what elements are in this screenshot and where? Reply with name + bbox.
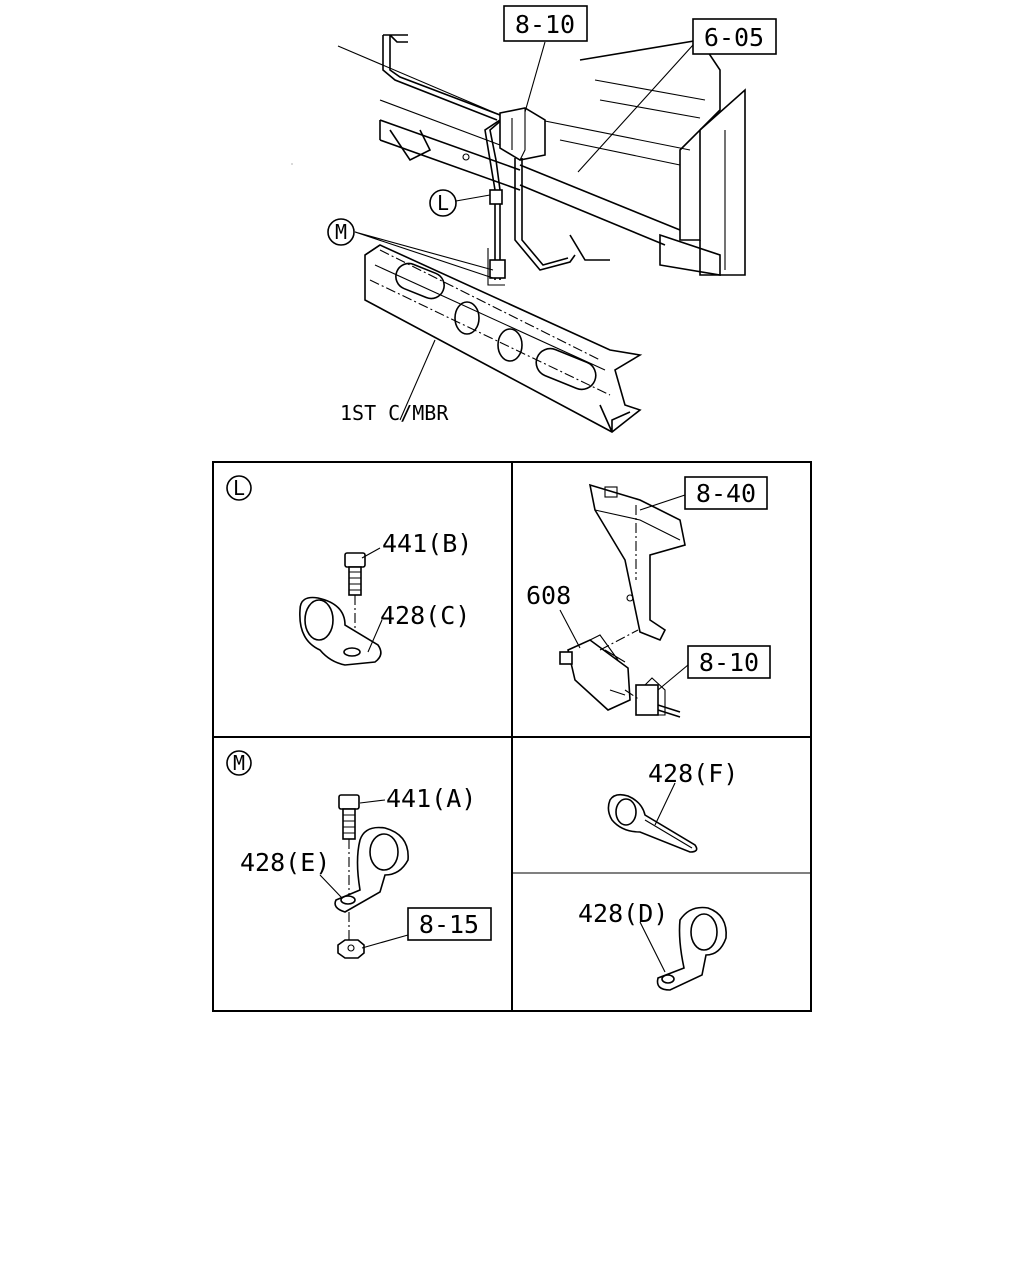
leader-810 (524, 41, 546, 113)
label-441b[interactable]: 441(B) (382, 529, 472, 558)
svg-text:8-15: 8-15 (419, 910, 479, 939)
detail-d-panel: 428(D) (578, 899, 727, 991)
nut-815-drawing (337, 912, 365, 959)
detail-l-mark: L (226, 475, 252, 501)
label-428d[interactable]: 428(D) (578, 899, 668, 928)
clip-428d-drawing (656, 906, 727, 991)
detail-panels-grid (212, 461, 812, 1012)
svg-text:M: M (335, 220, 347, 244)
detail-m-panel: M 441(A) 428(E) 8-15 (226, 750, 492, 959)
bolt-441a-drawing (338, 794, 360, 895)
clip-428c-drawing (299, 596, 382, 666)
label-608[interactable]: 608 (526, 581, 571, 610)
leader-605 (577, 44, 694, 173)
leader-m (354, 231, 494, 279)
svg-text:L: L (233, 476, 245, 500)
label-428f[interactable]: 428(F) (648, 759, 738, 788)
clip-428e-drawing (334, 826, 409, 913)
leader-815 (361, 934, 409, 949)
frame-body-drawing (291, 34, 746, 286)
detail-switch-panel: 8-40 608 8-10 (526, 476, 771, 718)
leader-428f (654, 782, 676, 826)
connector-810-drawing (624, 677, 681, 718)
label-428c[interactable]: 428(C) (380, 601, 470, 630)
bracket-drawing (588, 483, 686, 642)
callout-605[interactable]: 6-05 (692, 18, 777, 55)
leader-428d (639, 921, 666, 973)
first-cross-member-drawing (364, 244, 643, 433)
callout-840[interactable]: 8-40 (684, 476, 768, 510)
callout-815[interactable]: 8-15 (407, 907, 492, 941)
label-441a[interactable]: 441(A) (386, 784, 476, 813)
leader-840 (639, 494, 686, 511)
leader-member (399, 339, 436, 421)
leader-441b (361, 547, 381, 559)
label-428e[interactable]: 428(E) (240, 848, 330, 877)
svg-text:6-05: 6-05 (704, 23, 764, 52)
svg-text:M: M (233, 751, 245, 775)
callout-810-detail[interactable]: 8-10 (687, 645, 771, 679)
svg-text:8-40: 8-40 (696, 479, 756, 508)
leader-608 (559, 609, 581, 649)
switch-608-drawing (559, 629, 639, 711)
leader-l (455, 194, 491, 202)
callout-mark-l[interactable]: L (429, 189, 457, 217)
callout-mark-m[interactable]: M (327, 218, 355, 246)
detail-f-panel: 428(F) (607, 759, 738, 853)
svg-text:8-10: 8-10 (515, 10, 575, 39)
main-assembly-view: 8-10 6-05 L M 1ST C/MBR (291, 5, 777, 433)
detail-m-mark: M (226, 750, 252, 776)
leader-428e (319, 874, 343, 899)
leader-428c (367, 619, 383, 653)
svg-text:8-10: 8-10 (699, 648, 759, 677)
svg-text:L: L (437, 191, 449, 215)
detail-l-panel: L 441(B) 428(C) (226, 475, 472, 666)
clip-428f-drawing (607, 793, 698, 853)
leader-441a (359, 799, 386, 804)
member-label: 1ST C/MBR (340, 401, 449, 425)
leader-810-detail (657, 664, 689, 691)
callout-810[interactable]: 8-10 (503, 5, 588, 42)
